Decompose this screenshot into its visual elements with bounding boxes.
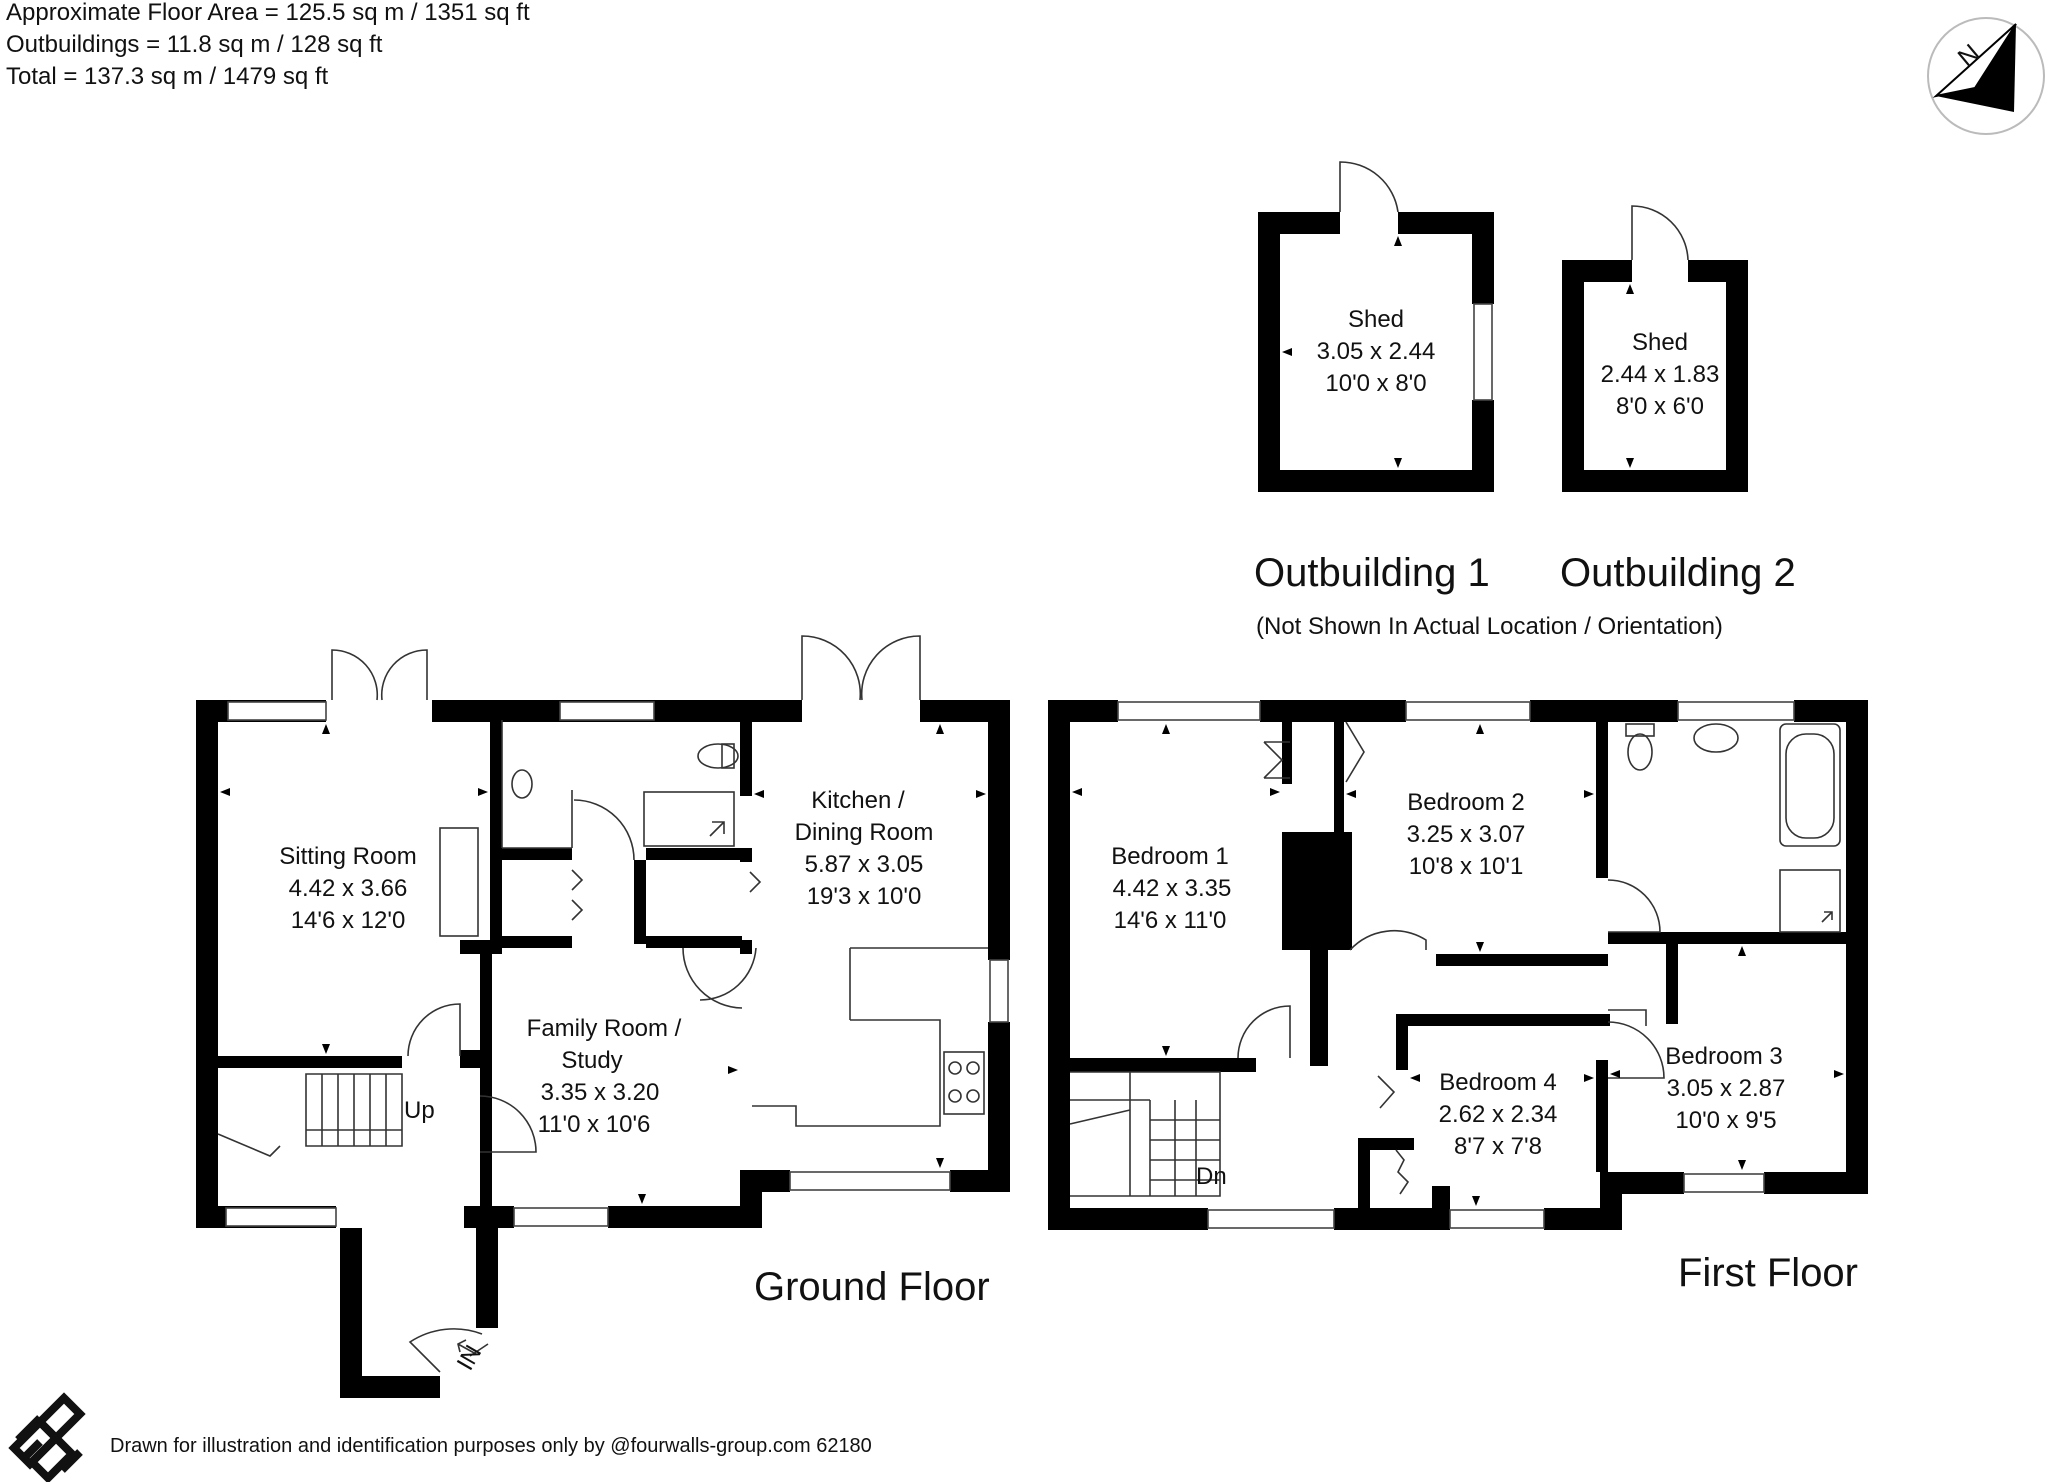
outbuildings-location-note: (Not Shown In Actual Location / Orientat…	[1256, 613, 1723, 640]
compass-icon: N	[1927, 17, 2045, 135]
outbuilding-1-metric: 3.05 x 2.44	[1317, 338, 1436, 365]
family-room-name-line1: Family Room /	[527, 1015, 682, 1042]
family-room-imperial: 11'0 x 10'6	[538, 1111, 651, 1138]
bedroom-2-name: Bedroom 2	[1407, 789, 1524, 816]
sitting-room-name: Sitting Room	[279, 843, 416, 870]
bedroom-2-metric: 3.25 x 3.07	[1407, 821, 1526, 848]
first-floor-title: First Floor	[1678, 1251, 1858, 1295]
ground-floor-plan	[196, 635, 1010, 1398]
outbuilding-1-room-name: Shed	[1348, 306, 1404, 333]
family-room-metric: 3.35 x 3.20	[541, 1079, 660, 1106]
total-area-line: Total = 137.3 sq m / 1479 sq ft	[6, 63, 329, 90]
kitchen-imperial: 19'3 x 10'0	[807, 883, 922, 910]
fourwalls-logo-icon	[8, 1392, 86, 1482]
bedroom-3-imperial: 10'0 x 9'5	[1675, 1107, 1776, 1134]
bedroom-1-imperial: 14'6 x 11'0	[1114, 907, 1227, 934]
bedroom-3-name: Bedroom 3	[1665, 1043, 1782, 1070]
bedroom-4-imperial: 8'7 x 7'8	[1454, 1133, 1542, 1160]
first-floor-plan	[1048, 700, 1868, 1230]
outbuilding-1-plan	[1258, 161, 1494, 492]
outbuilding-2-plan	[1562, 205, 1748, 492]
kitchen-name-line2: Dining Room	[795, 819, 934, 846]
bedroom-1-name: Bedroom 1	[1111, 843, 1228, 870]
outbuilding-2-metric: 2.44 x 1.83	[1601, 361, 1720, 388]
sitting-room-imperial: 14'6 x 12'0	[291, 907, 406, 934]
outbuilding-2-imperial: 8'0 x 6'0	[1616, 393, 1704, 420]
outbuilding-1-title: Outbuilding 1	[1254, 551, 1490, 595]
stairs-up-label: Up	[404, 1097, 435, 1124]
family-room-name-line2: Study	[561, 1047, 622, 1074]
kitchen-metric: 5.87 x 3.05	[805, 851, 924, 878]
outbuilding-1-imperial: 10'0 x 8'0	[1325, 370, 1426, 397]
bedroom-4-name: Bedroom 4	[1439, 1069, 1556, 1096]
floor-area-line: Approximate Floor Area = 125.5 sq m / 13…	[6, 0, 530, 26]
ground-floor-title: Ground Floor	[754, 1265, 990, 1309]
bedroom-1-metric: 4.42 x 3.35	[1113, 875, 1232, 902]
stairs-down-label: Dn	[1196, 1163, 1227, 1190]
outbuilding-2-room-name: Shed	[1632, 329, 1688, 356]
footer-disclaimer: Drawn for illustration and identificatio…	[110, 1435, 872, 1457]
bedroom-4-metric: 2.62 x 2.34	[1439, 1101, 1558, 1128]
floor-area-summary: Approximate Floor Area = 125.5 sq m / 13…	[6, 0, 530, 90]
bedroom-3-metric: 3.05 x 2.87	[1667, 1075, 1786, 1102]
sitting-room-metric: 4.42 x 3.66	[289, 875, 408, 902]
bedroom-2-imperial: 10'8 x 10'1	[1409, 853, 1524, 880]
outbuilding-2-title: Outbuilding 2	[1560, 551, 1796, 595]
kitchen-name-line1: Kitchen /	[811, 787, 905, 814]
entrance-label: IN	[452, 1341, 487, 1375]
outbuildings-area-line: Outbuildings = 11.8 sq m / 128 sq ft	[6, 31, 383, 58]
